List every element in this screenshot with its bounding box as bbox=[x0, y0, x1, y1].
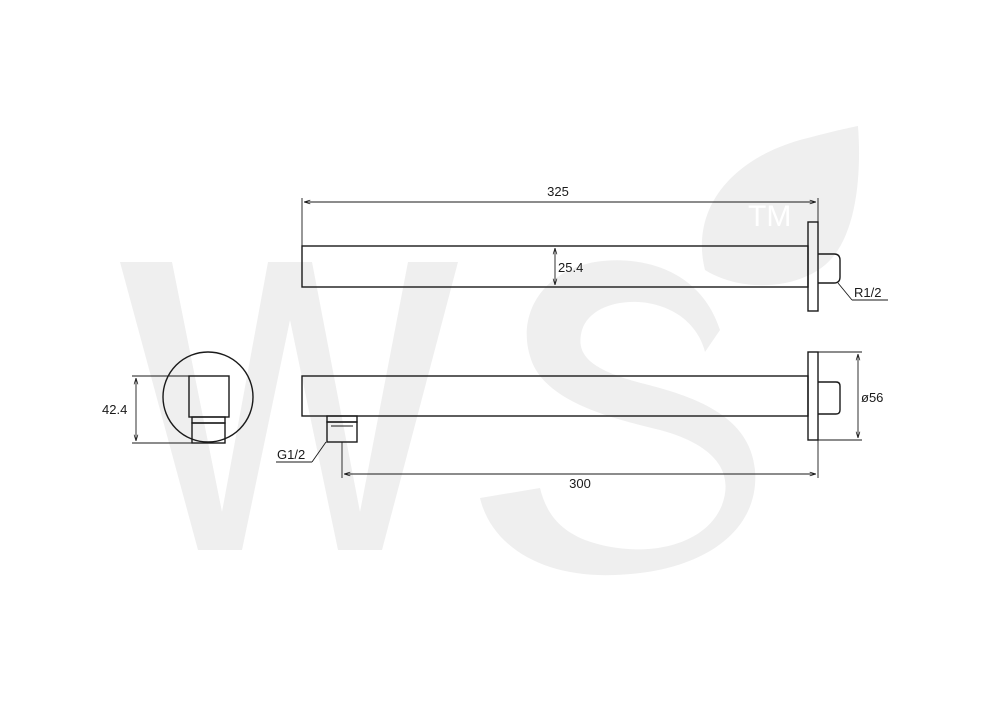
dim-side-height-label: 42.4 bbox=[102, 402, 127, 417]
watermark-tm: TM bbox=[748, 200, 791, 233]
watermark-s bbox=[480, 260, 756, 576]
watermark-w bbox=[120, 262, 458, 550]
dim-outlet-length-label: 300 bbox=[569, 476, 591, 491]
leader-outlet-thread bbox=[311, 441, 327, 463]
side-view: 42.4 bbox=[102, 351, 254, 444]
top-view: 325 25.4 R1/2 bbox=[301, 184, 888, 312]
side-flange-circle bbox=[162, 351, 254, 443]
top-inlet-connector bbox=[818, 253, 841, 284]
dim-flange-diameter-label: ø56 bbox=[861, 390, 883, 405]
leader-inlet-thread bbox=[837, 282, 853, 301]
front-inlet-connector bbox=[818, 381, 841, 415]
side-outlet-nut bbox=[191, 422, 226, 444]
front-flange bbox=[807, 351, 819, 441]
front-view: ø56 300 G1/2 bbox=[276, 351, 883, 491]
dim-arm-height-label: 25.4 bbox=[558, 260, 583, 275]
watermark-logo: TM bbox=[120, 126, 860, 576]
outlet-thread-label: G1/2 bbox=[277, 447, 305, 462]
top-flange bbox=[807, 221, 819, 312]
inlet-thread-label: R1/2 bbox=[854, 285, 881, 300]
dim-overall-length-label: 325 bbox=[547, 184, 569, 199]
